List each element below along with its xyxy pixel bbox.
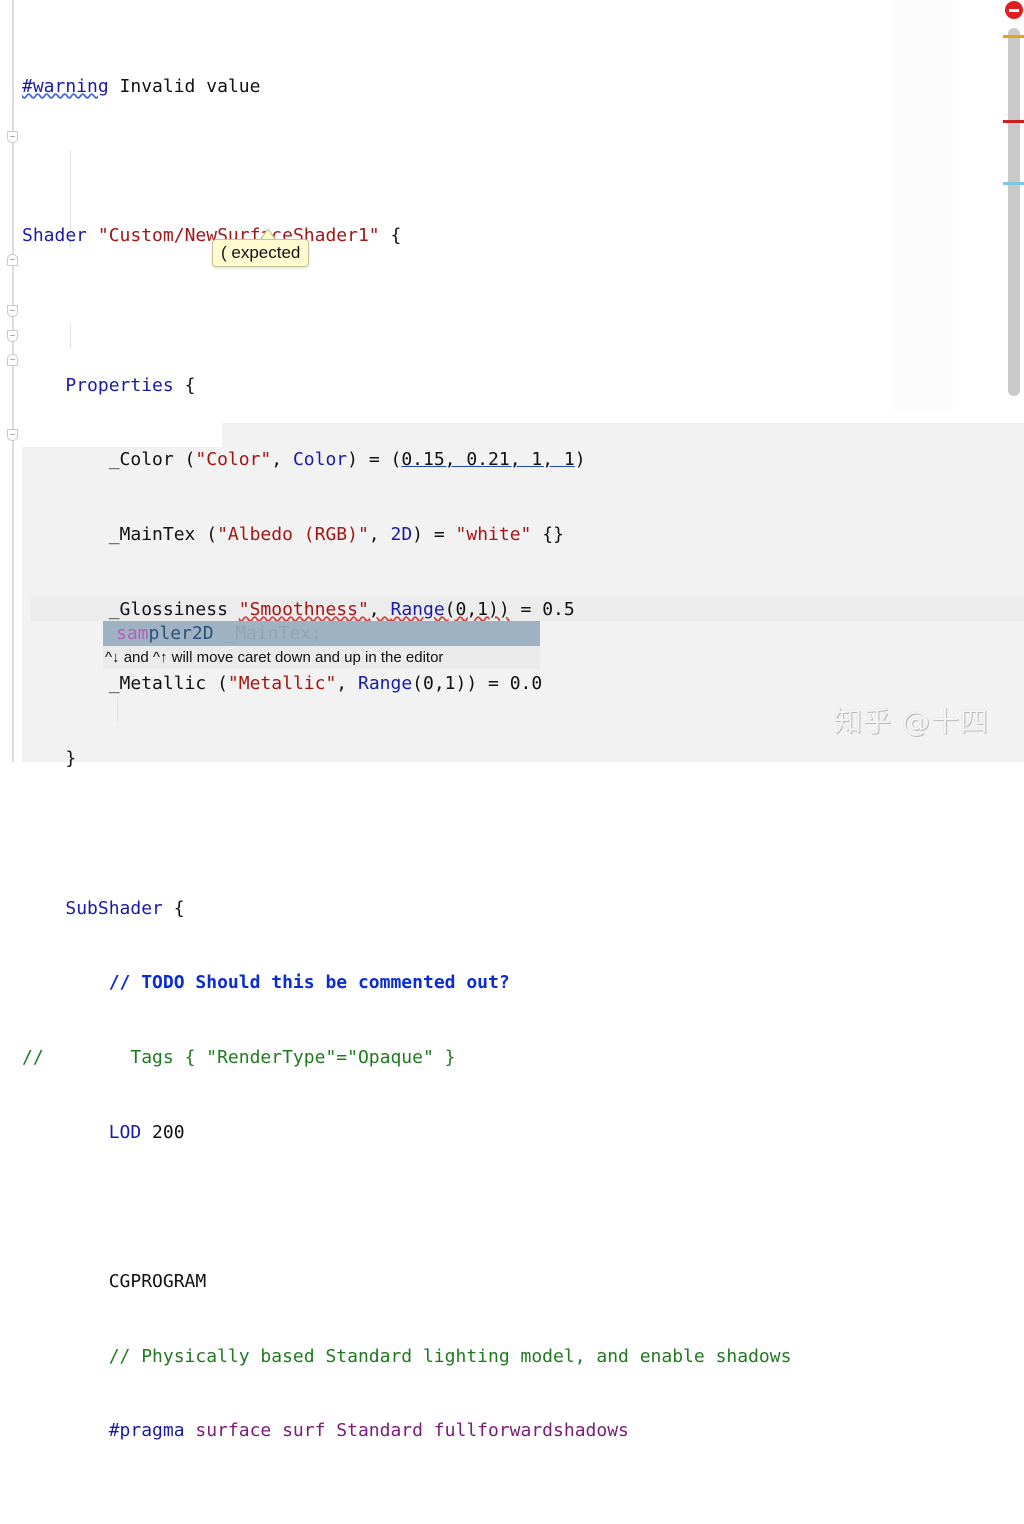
indent-guide <box>70 324 71 349</box>
info-marker[interactable] <box>1003 182 1024 185</box>
scrollbar[interactable] <box>1008 28 1020 396</box>
fold-open-subshader-icon[interactable] <box>7 305 18 317</box>
completion-popup[interactable]: sampler2D _MainTex; ^↓ and ^↑ will move … <box>103 621 540 669</box>
code-line-17: CGPROGRAM <box>108 1271 207 1293</box>
code-editor[interactable]: #warning Invalid value Shader "Custom/Ne… <box>0 0 1024 1441</box>
code-line-12: SubShader { <box>65 897 185 919</box>
gutter-fold-line <box>12 0 14 762</box>
watermark: 知乎 @十四 <box>834 705 989 738</box>
code-line-3: Shader "Custom/NewSurfaceShader1" { <box>22 225 402 247</box>
fold-open-properties-icon[interactable] <box>7 131 18 143</box>
warning-directive: #warning <box>22 75 109 97</box>
cgprogram-block-bg <box>222 423 1024 447</box>
code-line-6: _Color ("Color", Color) = (0.15, 0.21, 1… <box>108 449 586 471</box>
code-line-4 <box>22 299 791 324</box>
error-status-icon[interactable] <box>1005 1 1023 19</box>
code-line-19: #pragma surface surf Standard fullforwar… <box>108 1420 629 1442</box>
code-line-18: // Physically based Standard lighting mo… <box>108 1345 792 1367</box>
color-value[interactable]: 0.15, 0.21, 1, 1 <box>401 449 575 471</box>
code-line-10: } <box>65 748 77 770</box>
syntax-error-region[interactable]: "Smoothness", Range(0,1)) <box>238 598 510 620</box>
code-line-9: _Metallic ("Metallic", Range(0,1)) = 0.0 <box>108 673 543 695</box>
code-line-11 <box>22 822 791 847</box>
tooltip-arrow <box>261 230 275 240</box>
code-text[interactable]: #warning Invalid value Shader "Custom/Ne… <box>22 25 791 1524</box>
fold-close-properties-icon[interactable] <box>7 254 18 266</box>
completion-item-sampler2d[interactable]: sampler2D _MainTex; <box>103 621 540 646</box>
code-line-5: Properties { <box>65 374 196 396</box>
fold-open-cgprogram-icon[interactable] <box>7 429 18 441</box>
code-line-1: #warning Invalid value <box>22 75 261 97</box>
error-tooltip: ( expected <box>212 239 310 267</box>
indent-guide <box>70 150 71 248</box>
code-line-16 <box>22 1195 791 1220</box>
code-line-15: LOD 200 <box>108 1121 185 1143</box>
code-line-14: // Tags { "RenderType"="Opaque" } <box>22 1046 456 1068</box>
code-line-8: _Glossiness "Smoothness", Range(0,1)) = … <box>108 598 575 620</box>
gutter <box>0 0 22 762</box>
code-line-13: // TODO Should this be commented out? <box>108 972 510 994</box>
code-line-2 <box>22 150 791 175</box>
fold-close-comment-icon[interactable] <box>7 354 18 366</box>
todo-comment: TODO Should this be commented out? <box>141 972 510 994</box>
code-line-7: _MainTex ("Albedo (RGB)", 2D) = "white" … <box>108 524 564 546</box>
warning-marker[interactable] <box>1003 35 1024 38</box>
error-marker[interactable] <box>1003 120 1024 123</box>
right-margin-area <box>893 0 953 410</box>
completion-hint: ^↓ and ^↑ will move caret down and up in… <box>103 646 540 669</box>
code-line-20 <box>22 1494 791 1519</box>
indent-guide <box>117 697 118 722</box>
current-line-highlight <box>30 596 1024 621</box>
fold-open-comment-icon[interactable] <box>7 330 18 342</box>
